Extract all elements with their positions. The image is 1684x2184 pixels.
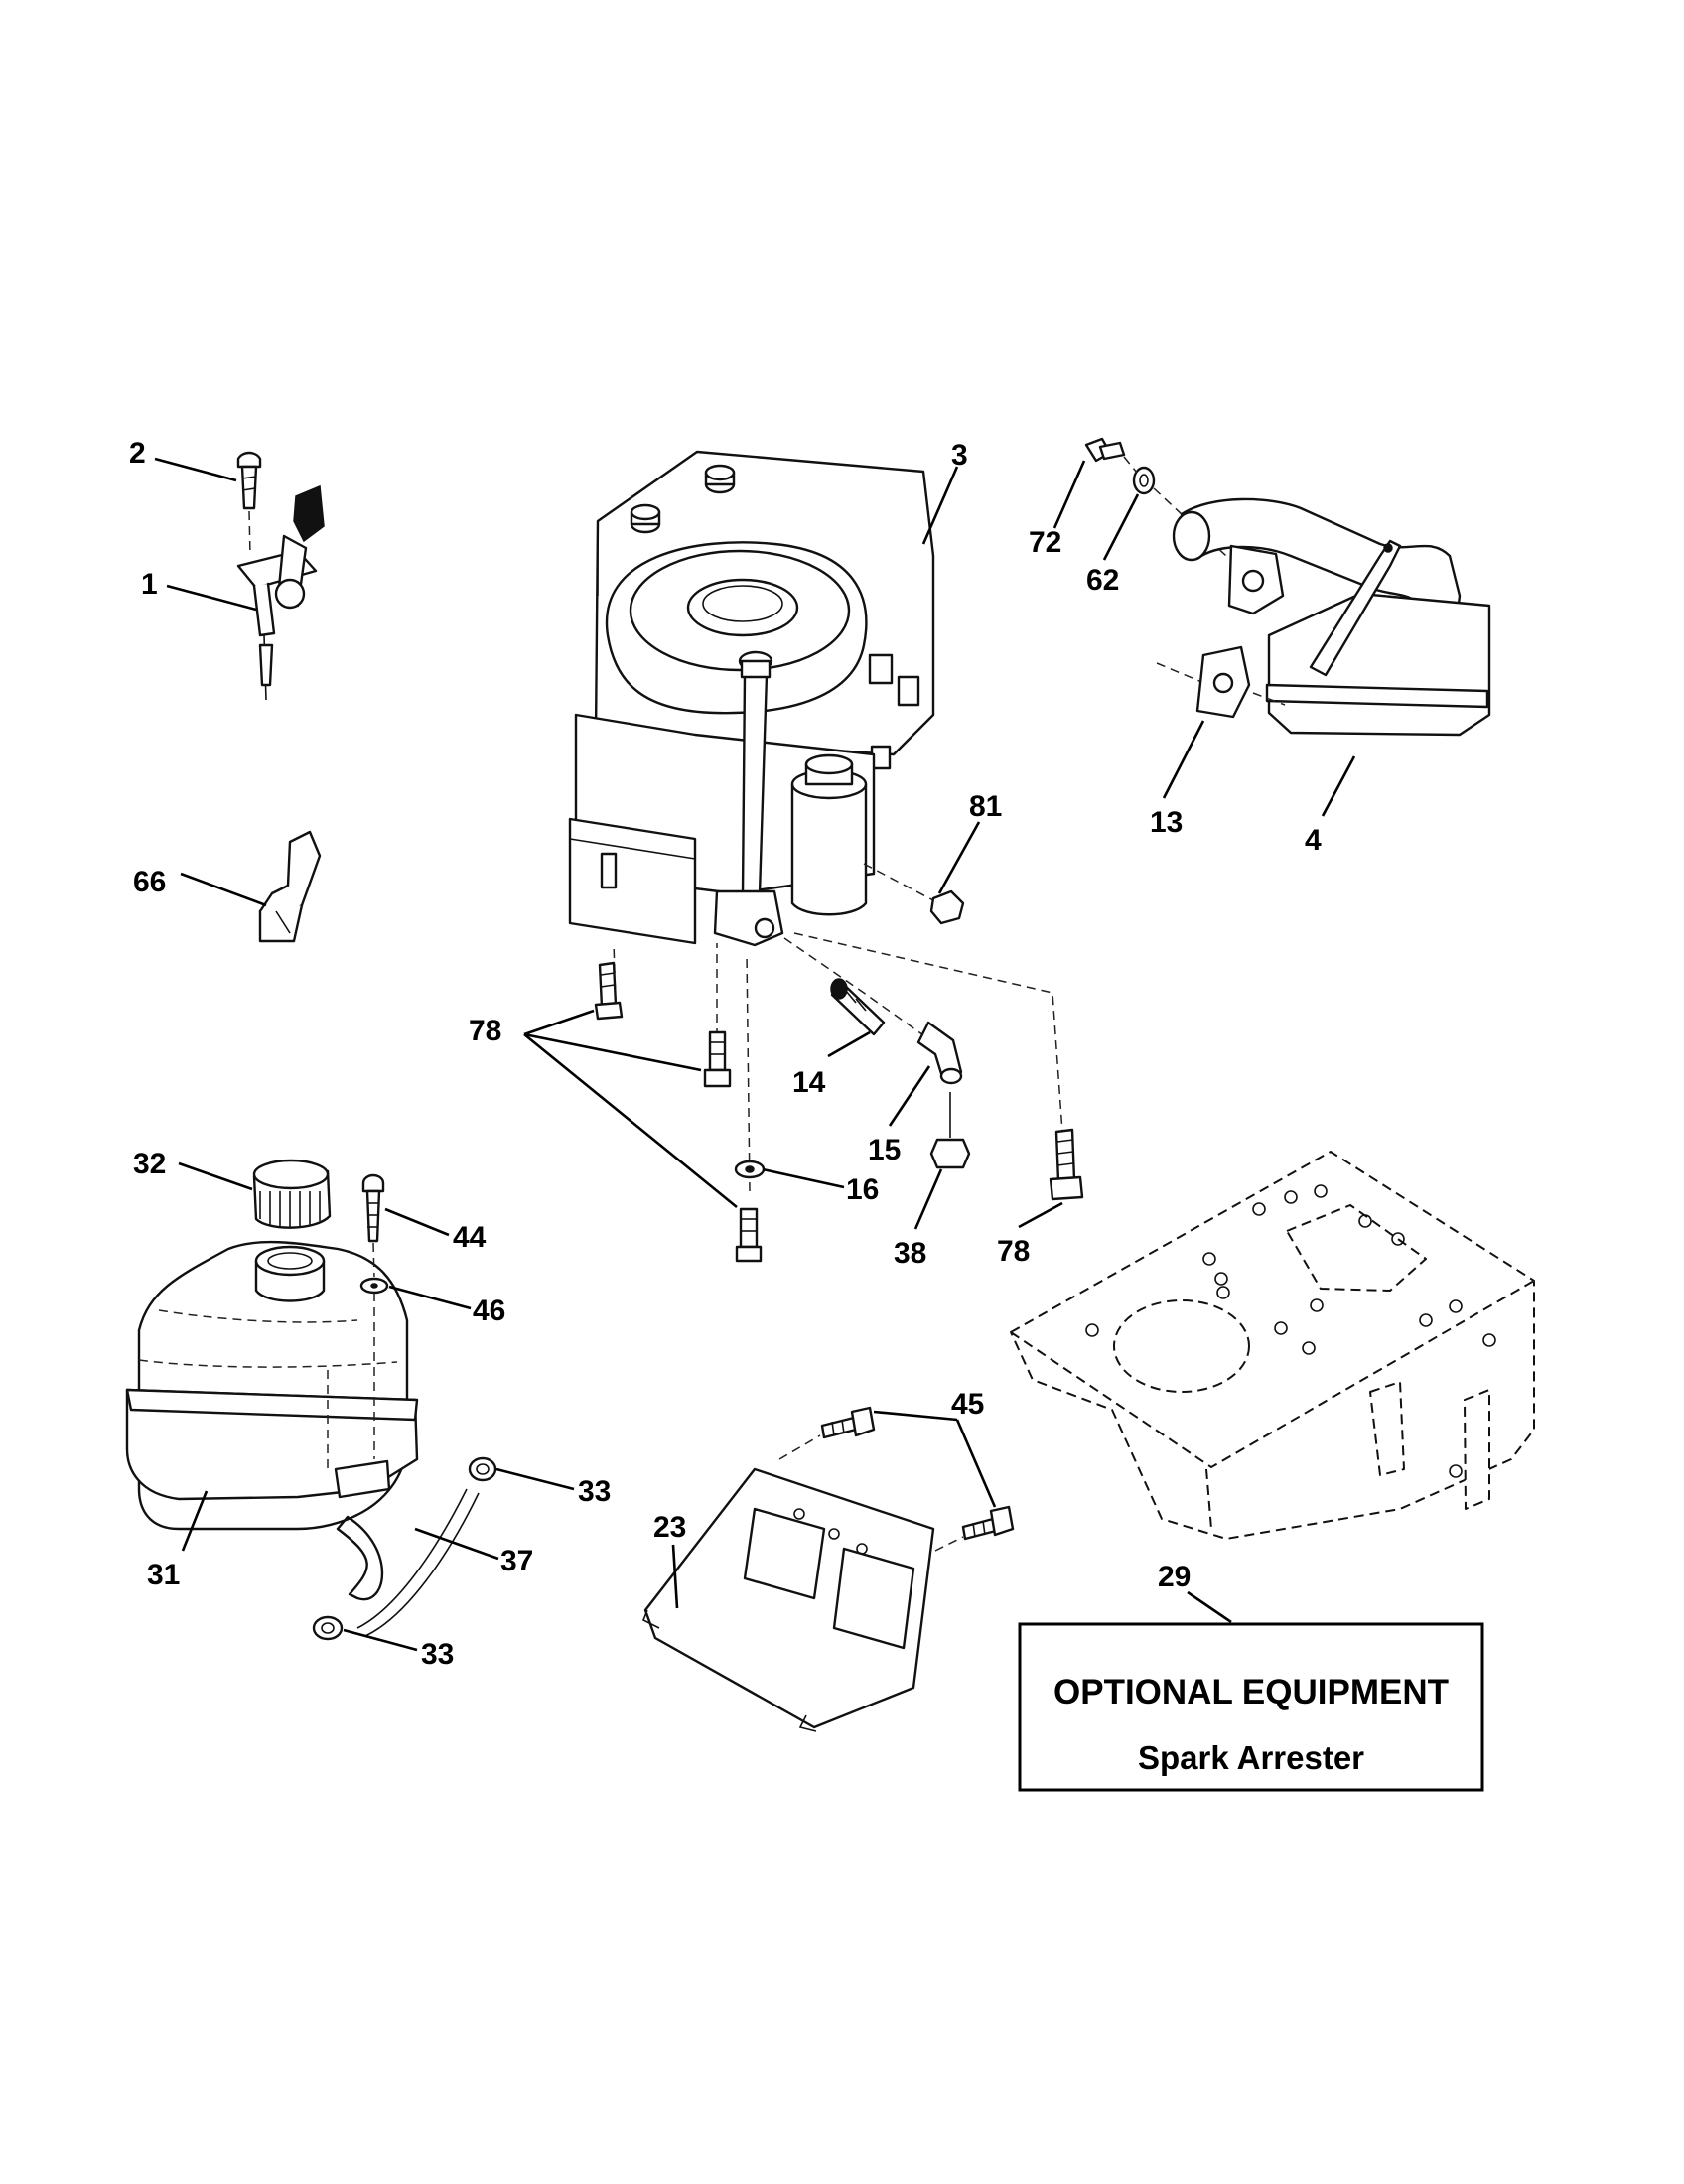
plate-part-23	[641, 1467, 935, 1732]
leader-lines	[154, 457, 1356, 1652]
muffler-part-4	[1172, 497, 1491, 737]
callout-part-78-left: 78	[469, 1015, 501, 1047]
callout-part-62: 62	[1086, 564, 1119, 597]
throttle-control-assembly	[236, 484, 325, 701]
elbow-part-15	[916, 1021, 963, 1085]
callout-part-3: 3	[951, 439, 968, 472]
bolt-part-45-lower	[961, 1505, 1015, 1541]
washer-part-62	[1132, 466, 1156, 495]
callout-part-66: 66	[133, 866, 166, 898]
bolt-part-45-upper	[820, 1406, 876, 1439]
callout-part-4: 4	[1305, 824, 1322, 857]
screw-part-2	[236, 451, 262, 557]
nipple-part-14	[830, 978, 886, 1036]
bolt-part-72	[1084, 437, 1126, 463]
callout-part-15: 15	[868, 1134, 901, 1166]
bolt-part-78-upper	[594, 961, 624, 1021]
callout-part-31: 31	[147, 1559, 180, 1591]
bolt-part-78-middle	[703, 1030, 732, 1088]
fuel-line-part-37	[336, 1488, 480, 1637]
callout-part-32: 32	[133, 1148, 166, 1180]
callout-part-1: 1	[141, 568, 158, 601]
callout-part-29: 29	[1158, 1561, 1191, 1593]
callout-part-81: 81	[969, 790, 1002, 823]
callout-1-part-2: 2	[129, 437, 146, 470]
callout-part-72: 72	[1029, 526, 1061, 559]
bolt-part-78-right	[1049, 1128, 1084, 1201]
engine-part-3	[568, 450, 935, 947]
callout-part-33-lower: 33	[421, 1638, 454, 1671]
screw-part-44	[361, 1173, 385, 1243]
clamp-part-33-lower	[312, 1615, 344, 1641]
callout-part-44: 44	[453, 1221, 487, 1254]
chassis-frame	[1010, 1151, 1535, 1540]
clamp-part-33-upper	[468, 1456, 497, 1482]
callout-part-37: 37	[500, 1545, 533, 1577]
optional-equipment-box: OPTIONAL EQUIPMENT Spark Arrester	[1018, 1622, 1484, 1792]
nut-part-81	[929, 889, 965, 925]
callout-part-23: 23	[653, 1511, 686, 1544]
bracket-part-66	[258, 830, 322, 943]
callout-part-16: 16	[846, 1173, 879, 1206]
callout-part-78-right: 78	[997, 1235, 1030, 1268]
fuel-cap-part-32	[252, 1159, 332, 1229]
washer-part-16	[734, 1160, 766, 1179]
washer-part-46	[359, 1277, 389, 1295]
gasket-part-13	[1195, 645, 1251, 719]
callout-part-13: 13	[1150, 806, 1183, 839]
fuel-tank-part-31	[125, 1240, 419, 1531]
callout-part-14: 14	[792, 1066, 826, 1099]
callout-labels: 2 1 3 4 13 72 62 66 81 78 14 15 16 38 78…	[129, 437, 1322, 1671]
spark-arrester-label: Spark Arrester	[1138, 1739, 1364, 1776]
bolt-part-78-lower	[735, 1207, 763, 1263]
optional-equipment-title: OPTIONAL EQUIPMENT	[1053, 1673, 1449, 1711]
callout-part-46: 46	[473, 1295, 505, 1327]
cap-part-38	[929, 1092, 971, 1169]
callout-part-33-upper: 33	[578, 1475, 611, 1508]
callout-part-38: 38	[894, 1237, 926, 1270]
callout-part-45: 45	[951, 1388, 984, 1421]
